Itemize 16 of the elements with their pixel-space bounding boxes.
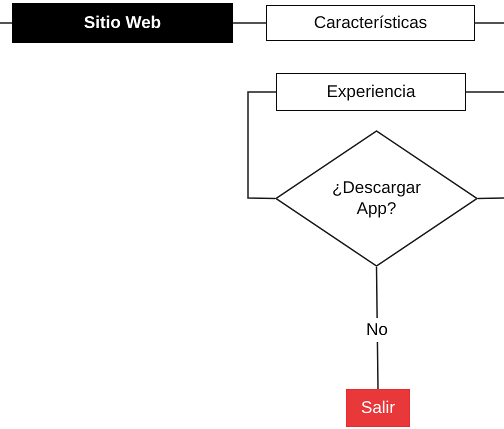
node-text: ¿Descargar App? (331, 178, 422, 219)
connector-line (233, 22, 266, 24)
connector-line (478, 197, 504, 200)
node-text: Sitio Web (84, 12, 162, 34)
connector-line (466, 91, 504, 93)
exit-box (346, 389, 410, 427)
connector-line (247, 91, 276, 200)
process-box (266, 5, 475, 41)
process-box (12, 3, 233, 43)
node-text: Experiencia (326, 82, 416, 102)
node-text: Características (314, 12, 428, 34)
process-box (276, 73, 466, 111)
node-text: Salir (360, 398, 395, 418)
connector-line (0, 22, 12, 24)
decision-diamond (275, 130, 478, 267)
connector-line (475, 22, 504, 24)
